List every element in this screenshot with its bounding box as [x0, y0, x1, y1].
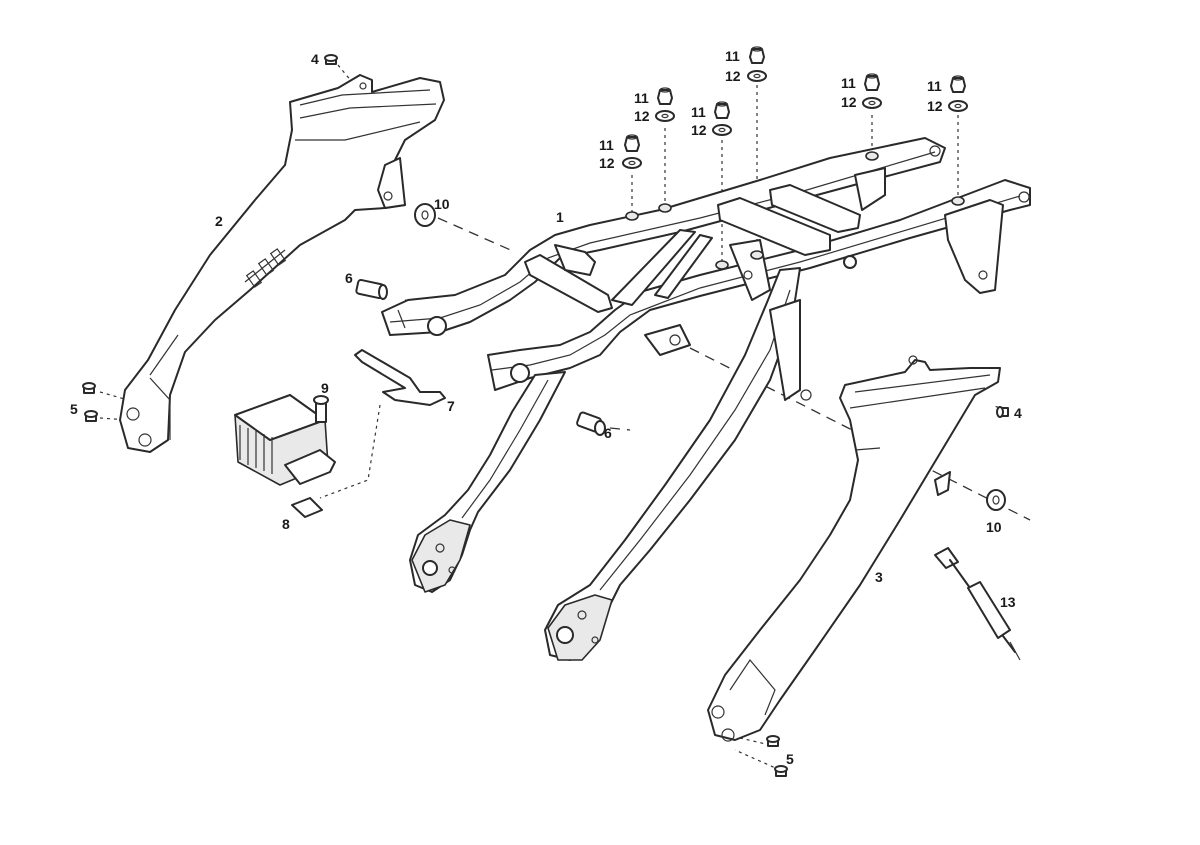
callout-11: 11	[841, 75, 856, 91]
callout-12: 12	[599, 155, 615, 171]
callout-4: 4	[311, 51, 319, 67]
bolt-6	[355, 279, 606, 436]
callout-11: 11	[927, 78, 942, 94]
callout-11: 11	[599, 137, 614, 153]
callout-6: 6	[345, 270, 353, 286]
callout-3: 3	[875, 569, 883, 585]
callout-10: 10	[434, 196, 450, 212]
bolt-9	[313, 395, 329, 423]
callout-2: 2	[215, 213, 223, 229]
screws-4-5	[82, 54, 1009, 777]
cable-13	[934, 547, 1021, 661]
callout-10: 10	[986, 519, 1002, 535]
callout-7: 7	[447, 398, 455, 414]
right-side-cover	[707, 355, 1001, 742]
callout-labels: 1 2 3 4 4 5 5 6 6 7 8 9 10 10 11 11 11 1…	[70, 48, 1022, 767]
callout-8: 8	[282, 516, 290, 532]
callout-12: 12	[634, 108, 650, 124]
callout-11: 11	[725, 48, 740, 64]
bushing-10	[414, 203, 1006, 511]
voltage-regulator	[234, 394, 336, 518]
callout-12: 12	[691, 122, 707, 138]
callout-5: 5	[786, 751, 794, 767]
callout-6: 6	[604, 425, 612, 441]
callout-12: 12	[725, 68, 741, 84]
left-side-cover	[119, 74, 445, 453]
bracket-plate	[354, 349, 446, 406]
callout-13: 13	[1000, 594, 1016, 610]
nuts-11-washers-12	[622, 46, 968, 169]
callout-5: 5	[70, 401, 78, 417]
callout-11: 11	[691, 104, 706, 120]
rear-subframe	[381, 137, 1031, 661]
callout-4: 4	[1014, 405, 1022, 421]
callout-12: 12	[841, 94, 857, 110]
callout-9: 9	[321, 380, 329, 396]
callout-11: 11	[634, 90, 649, 106]
callout-12: 12	[927, 98, 943, 114]
callout-1: 1	[556, 209, 564, 225]
